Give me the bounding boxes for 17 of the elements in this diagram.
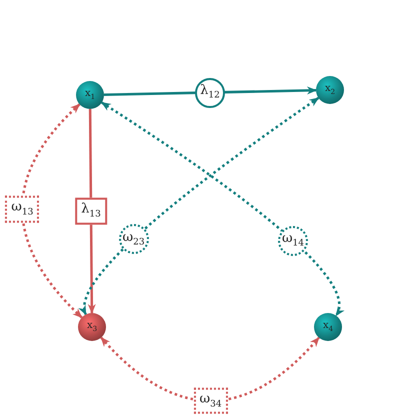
sphere-node bbox=[76, 81, 104, 109]
edge-label: λ$_{12}$ bbox=[195, 78, 225, 108]
node-label: x$_{1}$ bbox=[84, 89, 96, 101]
edge-label: ω$_{13}$ bbox=[5, 196, 40, 223]
node-label: x$_{4}$ bbox=[322, 321, 334, 333]
edge-label: ω$_{34}$ bbox=[193, 388, 228, 414]
edge-label: ω$_{23}$ bbox=[118, 224, 149, 254]
node-label: x$_{3}$ bbox=[86, 321, 98, 333]
arrow bbox=[100, 102, 344, 317]
sphere-node bbox=[78, 313, 106, 341]
node-label: x$_{2}$ bbox=[324, 84, 336, 96]
sphere-node bbox=[316, 76, 344, 104]
arrow bbox=[80, 96, 320, 316]
edge-label: λ$_{13}$ bbox=[75, 198, 107, 224]
arrow bbox=[100, 336, 320, 402]
edge-label: ω$_{14}$ bbox=[278, 226, 308, 256]
sphere-node bbox=[314, 313, 342, 341]
